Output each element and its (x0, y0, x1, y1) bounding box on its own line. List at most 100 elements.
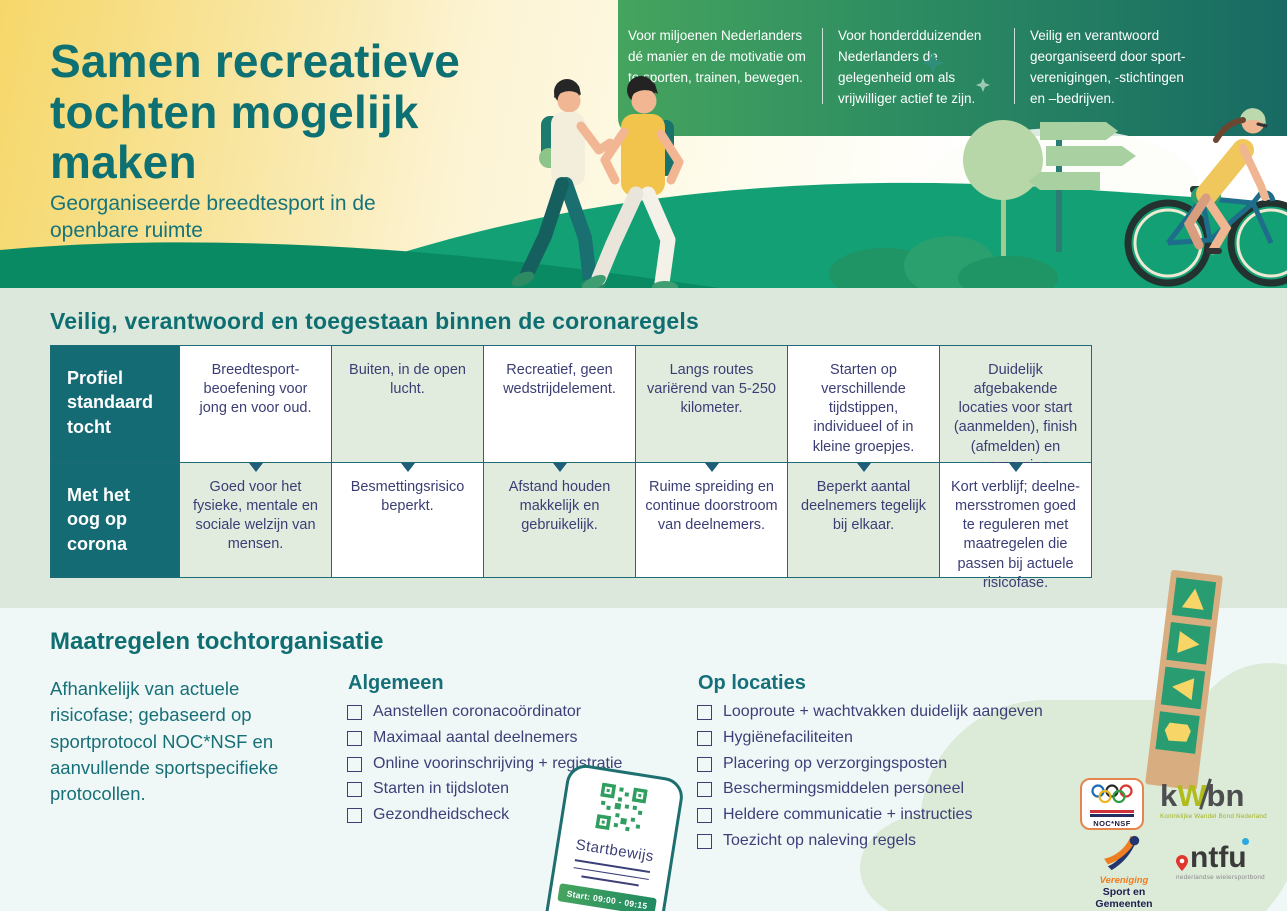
checkbox-icon[interactable] (697, 808, 712, 824)
checklist-algemeen: Aanstellen coronacoördinator Maximaal aa… (347, 703, 623, 833)
logo-kwbn: kWbn Koninklijke Wandel Bond Nederland (1160, 778, 1268, 820)
checklist-item: Starten in tijdsloten (347, 781, 622, 798)
map-pin-icon (1176, 854, 1188, 871)
section-heading-coronaregels: Veilig, verantwoord en toegestaan binnen… (50, 308, 699, 334)
logo-kwbn-subtitle: Koninklijke Wandel Bond Nederland (1160, 813, 1267, 820)
checklist-label: Starten in tijdsloten (373, 780, 510, 798)
table-cell-text: Ruime spreiding en continue doorstroom v… (645, 479, 778, 534)
table-cell-text: Goed voor het fysieke, mentale en social… (193, 479, 318, 553)
table-cell-text: Beperkt aantal deelnemers tegelijk bij e… (801, 479, 926, 534)
checklist-label: Heldere communicatie + instructies (723, 806, 973, 824)
table-row-header: Met het oog op corona (51, 463, 179, 577)
table-row-header: Profiel standaard tocht (51, 346, 179, 463)
fact-sporters: Voor miljoenen Nederlanders dé manier en… (628, 28, 806, 85)
fact-divider (1014, 28, 1015, 104)
table-cell: Kort verblijf; deelne-mersstromen goed t… (939, 463, 1091, 591)
checklist-label: Gezondheidscheck (373, 806, 510, 824)
logo-vsg-line2: Sport en Gemeenten (1095, 886, 1153, 910)
start-time-badge: Start: 09:00 - 09:15 (557, 882, 657, 911)
checkbox-icon[interactable] (347, 730, 362, 746)
checklist-item: Aanstellen coronacoördinator (347, 703, 622, 721)
table-cell: Recreatief, geen wedstrijdelement. (483, 346, 635, 463)
startbewijs-phone: Startbewijs Start: 09:00 - 09:15 (536, 762, 686, 911)
checklist-item: Placering op verzorgingsposten (697, 754, 1043, 773)
checklist-item: Looproute + wachtvakken duidelijk aangev… (697, 703, 1043, 721)
qr-code-icon (562, 777, 681, 845)
checkbox-icon[interactable] (347, 782, 362, 798)
table-cell: Buiten, in de open lucht. (331, 346, 483, 463)
arrow-down-icon (552, 463, 567, 472)
table-cell: Beperkt aantal deelnemers tegelijk bij e… (787, 463, 939, 577)
checklist-item: Toezicht op naleving regels (697, 831, 1043, 850)
checkbox-icon[interactable] (697, 833, 712, 849)
logo-ntfu-subtitle: nederlandse wielersportbond (1176, 873, 1265, 881)
arrow-down-icon (248, 463, 263, 472)
table-cell: Breedtesport-beoefening voor jong en voo… (179, 346, 331, 463)
fact-volunteers: Voor honderdduizenden Nederlanders de ge… (838, 28, 982, 106)
checklist-item: Maximaal aantal deelnemers (347, 729, 622, 747)
hero-facts-panel (618, 0, 1287, 136)
route-arrow-left-icon (1160, 666, 1206, 710)
logo-ntfu: ntfu nederlandse wielersportbond (1176, 838, 1268, 881)
checklist-label: Hygiënefaciliteiten (723, 728, 853, 746)
measures-section: Maatregelen tochtorganisatie Afhankelijk… (0, 608, 1287, 911)
ntfu-text: ntfu (1190, 841, 1247, 874)
decor-blob (860, 813, 1010, 911)
checklist-label: Toezicht op naleving regels (723, 831, 917, 849)
fact-organisers: Veilig en verantwoord georganiseerd door… (1030, 28, 1186, 106)
table-cell: Langs routes variërend van 5-250 kilomet… (635, 346, 787, 463)
checklist-item: Hygiënefaciliteiten (697, 728, 1043, 747)
fact-divider (822, 28, 823, 104)
arrow-down-icon (856, 463, 871, 472)
table-cell-text: Besmettingsrisico beperkt. (350, 479, 465, 515)
checklist-label: Looproute + wachtvakken duidelijk aangev… (723, 703, 1043, 720)
runner-icon (1104, 835, 1140, 871)
checkbox-icon[interactable] (347, 808, 362, 824)
column-heading-op-locaties: Op locaties (698, 672, 806, 694)
bushes-illustration (829, 236, 1058, 288)
route-arrow-up-icon (1171, 577, 1217, 620)
logo-vereniging-sport-en-gemeenten: Vereniging Sport en Gemeenten (1074, 834, 1174, 910)
table-cell-text: Kort verblijf; deelne-mersstromen goed t… (951, 479, 1080, 591)
checklist-op-locaties: Looproute + wachtvakken duidelijk aangev… (697, 703, 1043, 859)
checklist-label: Aanstellen coronacoördinator (373, 703, 582, 720)
checklist-item: Online voorinschrijving + registratie (347, 754, 623, 773)
checkbox-icon[interactable] (697, 705, 712, 720)
checklist-label: Beschermingsmiddelen personeel (723, 780, 965, 798)
logo-ntfu-wordmark: ntfu (1190, 838, 1249, 873)
logo-vsg-line1: Vereniging (1099, 875, 1149, 886)
route-marker-post (1145, 569, 1223, 791)
section-heading-maatregelen: Maatregelen tochtorganisatie (50, 628, 384, 655)
logo-kwbn-wordmark: kWbn (1160, 778, 1244, 813)
route-blob-icon (1155, 711, 1200, 754)
tree-icon (963, 120, 1043, 256)
arrow-down-icon (704, 463, 719, 472)
table-cell: Ruime spreiding en continue doorstroom v… (635, 463, 787, 577)
checklist-item: Beschermingsmiddelen personeel (697, 781, 1043, 798)
arrow-down-icon (400, 463, 415, 472)
table-cell: Goed voor het fysieke, mentale en social… (179, 463, 331, 577)
logo-nocnsf: NOC*NSF (1080, 778, 1144, 830)
checkbox-icon[interactable] (347, 756, 362, 772)
checklist-label: Placering op verzorgingsposten (723, 754, 948, 772)
checkbox-icon[interactable] (697, 782, 712, 798)
kwbn-k: k (1160, 778, 1178, 813)
olympic-rings-icon (1091, 784, 1133, 804)
checklist-label: Online voorinschrijving + registratie (373, 754, 623, 772)
checkbox-icon[interactable] (347, 705, 362, 720)
profile-table: Profiel standaard tocht Breedtesport-beo… (50, 345, 1092, 591)
table-cell: Besmettingsrisico beperkt. (331, 463, 483, 577)
page-title: Samen recreatieve tochten mogelijk maken (50, 35, 461, 189)
checkbox-icon[interactable] (697, 730, 712, 746)
column-heading-algemeen: Algemeen (348, 672, 444, 694)
checklist-item: Heldere communicatie + instructies (697, 806, 1043, 824)
logo-nocnsf-label: NOC*NSF (1093, 819, 1131, 828)
checklist-item: Gezondheidscheck (347, 806, 622, 824)
table-cell-text: Afstand houden makkelijk en gebruikelijk… (508, 479, 611, 534)
checkbox-icon[interactable] (697, 756, 712, 772)
corona-rules-section: Veilig, verantwoord en toegestaan binnen… (0, 288, 1287, 608)
signpost-icon (1028, 122, 1136, 252)
route-arrow-right-icon (1166, 621, 1211, 665)
page-subtitle: Georganiseerde breedtesport in de openba… (50, 192, 376, 243)
